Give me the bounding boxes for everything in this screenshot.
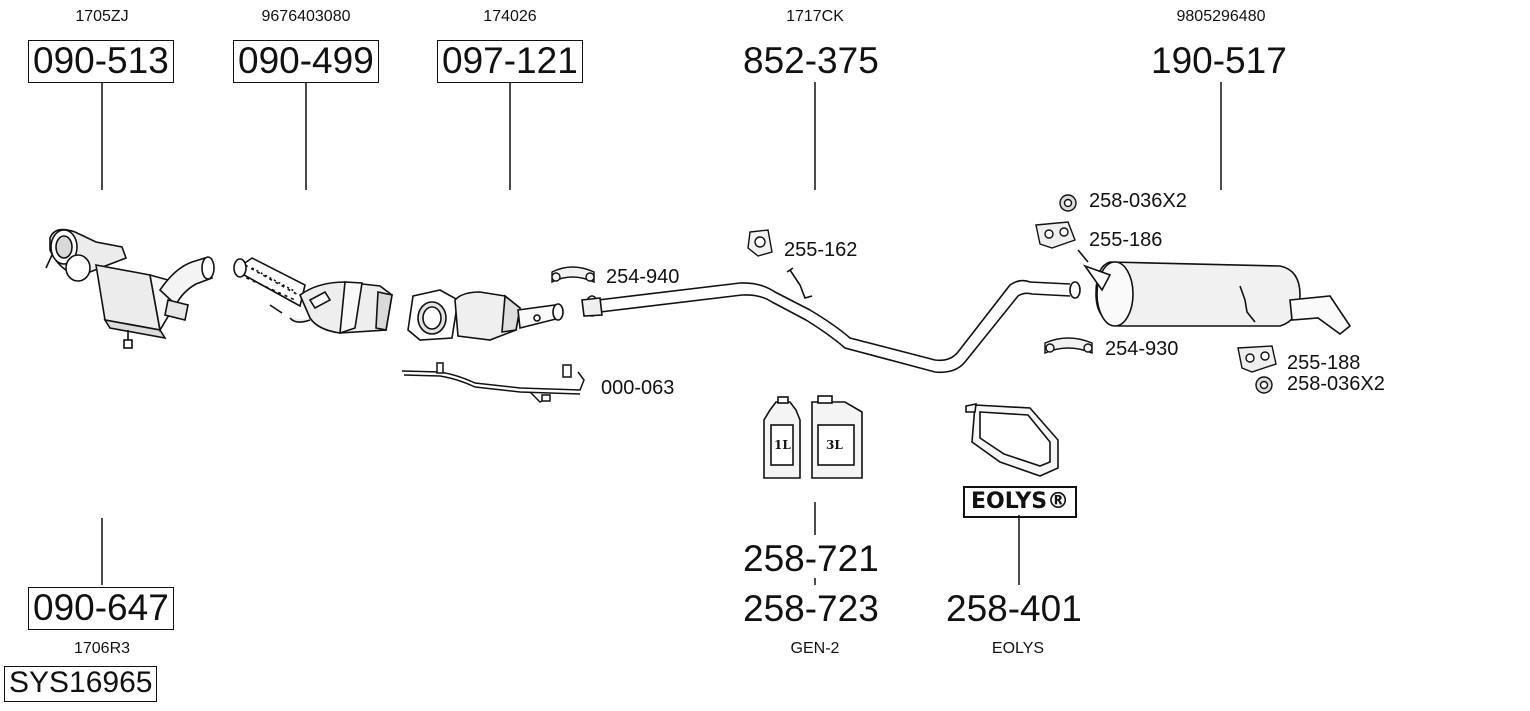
small-part-label[interactable]: 254-940: [606, 266, 680, 288]
part-number-box[interactable]: 097-121: [437, 40, 583, 83]
nut-top-part: [1059, 194, 1077, 212]
part-number[interactable]: 258-723: [743, 588, 879, 629]
note-label: GEN-2: [790, 640, 840, 657]
small-part-label[interactable]: 254-930: [1105, 338, 1179, 360]
eolys-badge: EOLYS®: [963, 486, 1078, 518]
small-part-label[interactable]: 258-036X2: [1089, 190, 1187, 212]
rear-muffler-part: [1077, 249, 1352, 336]
part-number-box[interactable]: 090-513: [28, 40, 174, 83]
hanger-top-part: [1035, 221, 1076, 249]
ref-label: 9676403080: [261, 8, 351, 25]
part-number-box[interactable]: 090-647: [28, 587, 174, 630]
catalyst-elbow-part: [45, 228, 215, 349]
small-part-label[interactable]: 000-063: [601, 377, 675, 399]
small-part-label[interactable]: 258-036X2: [1287, 373, 1385, 395]
can-small-label: 1L: [774, 438, 791, 452]
flex-pipe-filter-part: [233, 257, 393, 335]
part-number[interactable]: 190-517: [1151, 40, 1287, 81]
nut-rear-part: [1255, 376, 1273, 394]
small-part-label[interactable]: 255-162: [784, 239, 858, 261]
small-part-label[interactable]: 255-188: [1287, 352, 1361, 374]
note-label: EOLYS: [991, 640, 1045, 657]
clamp-rear-part: [1044, 337, 1093, 355]
ref-label: 1717CK: [786, 8, 844, 25]
ref-label: 1705ZJ: [75, 8, 129, 25]
catalytic-converter-part: [407, 289, 564, 341]
additive-tank-part: [965, 402, 1059, 477]
sensor-cable-part: [401, 362, 585, 403]
ref-label: 1706R3: [73, 640, 131, 657]
part-number-box[interactable]: 090-499: [233, 40, 379, 83]
fluid-can-small: [763, 396, 801, 479]
fluid-can-large: [811, 395, 863, 479]
part-number[interactable]: 258-401: [946, 588, 1082, 629]
part-number[interactable]: 852-375: [743, 40, 879, 81]
small-part-label[interactable]: 255-186: [1089, 229, 1163, 251]
part-number[interactable]: 258-721: [743, 538, 879, 579]
system-number-box[interactable]: SYS16965: [4, 666, 158, 702]
ref-label: 9805296480: [1176, 8, 1266, 25]
middle-pipe-part: [581, 267, 1081, 374]
hanger-mid-part: [747, 229, 773, 257]
hanger-rear-part: [1237, 345, 1277, 373]
ref-label: 174026: [483, 8, 537, 25]
can-large-label: 3L: [826, 438, 843, 452]
clamp-front-part: [551, 266, 595, 284]
